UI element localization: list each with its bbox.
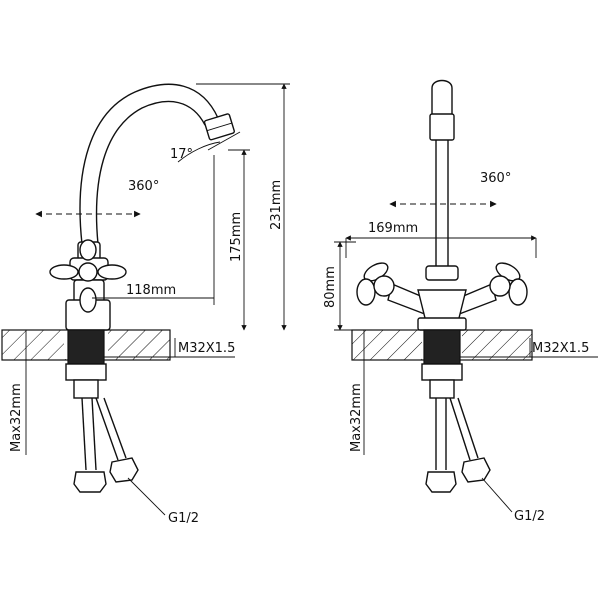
hose-nut-right-b [461, 457, 491, 483]
spout-height-label: 175mm [229, 212, 244, 262]
cross-handle-left [49, 239, 127, 313]
hose-left-a [81, 397, 87, 471]
threaded-shank-left [67, 329, 105, 365]
cross-handle-right-left [356, 262, 395, 306]
rotation-label-left: 360° [128, 179, 159, 194]
right-front-view: 360° 169mm 80mm [323, 79, 598, 524]
hose-nut-right-a [425, 471, 457, 493]
thread-label-right: M32X1.5 [532, 341, 589, 356]
left-side-view: 360° M32X1.5 [1, 83, 290, 526]
hose-nut-left-b [109, 457, 139, 483]
handle-span-label: 169mm [368, 221, 418, 236]
spout-right [431, 79, 453, 119]
hose-right-b [449, 397, 471, 461]
spout-angle-label: 17° [170, 147, 193, 162]
hose-thread-label-left: G1/2 [168, 511, 199, 526]
faucet-body-right [387, 265, 497, 331]
body-height-label: 80mm [323, 266, 338, 308]
max-thickness-label-right: Max32mm [349, 383, 364, 452]
hose-nut-left-a [73, 471, 107, 493]
cross-handle-right-right [489, 262, 528, 306]
reach-label: 118mm [126, 283, 176, 298]
rotation-label-right: 360° [480, 171, 511, 186]
aerator-left [203, 113, 235, 141]
max-thickness-label-left: Max32mm [9, 383, 24, 452]
threaded-shank-right [423, 329, 461, 365]
total-height-label: 231mm [269, 180, 284, 230]
spout-left [79, 83, 219, 245]
hose-left-b [95, 397, 119, 461]
hose-thread-label-right: G1/2 [514, 509, 545, 524]
thread-label-left: M32X1.5 [178, 341, 235, 356]
